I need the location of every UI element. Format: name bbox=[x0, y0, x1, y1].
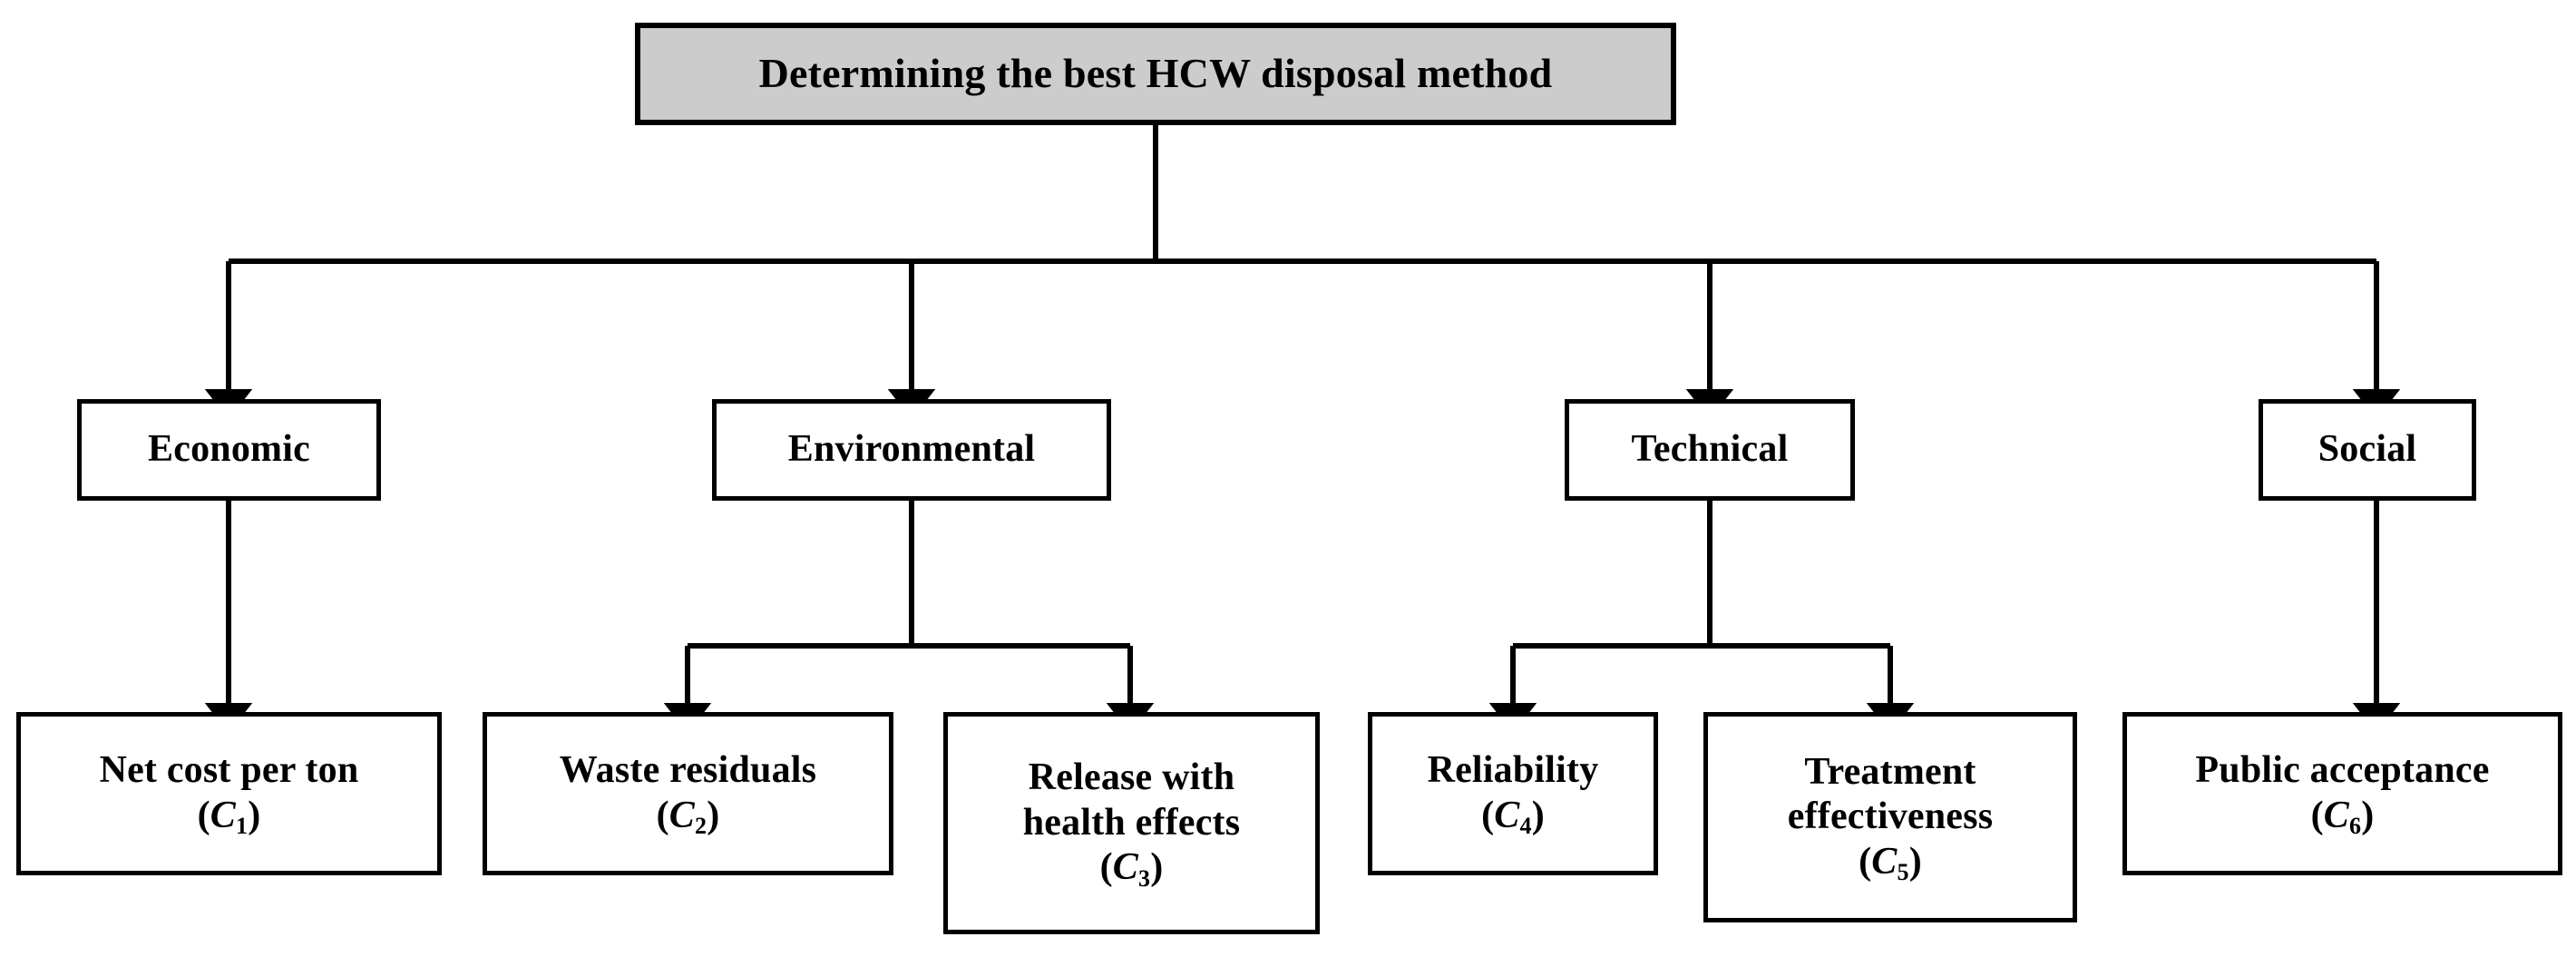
node-subcriterion-c1[interactable]: Net cost per ton (C1) bbox=[16, 712, 442, 875]
node-subcriterion-c5-label: Treatment effectiveness bbox=[1787, 750, 1994, 838]
node-criterion-technical[interactable]: Technical bbox=[1565, 399, 1855, 501]
node-subcriterion-c6-code: (C6) bbox=[2310, 795, 2375, 840]
node-subcriterion-c5[interactable]: Treatment effectiveness (C5) bbox=[1703, 712, 2077, 922]
node-criterion-social-label: Social bbox=[2317, 428, 2417, 471]
node-subcriterion-c1-code: (C1) bbox=[197, 795, 261, 840]
node-subcriterion-c4-code: (C4) bbox=[1481, 795, 1545, 840]
node-subcriterion-c2[interactable]: Waste residuals (C2) bbox=[483, 712, 893, 875]
node-subcriterion-c4-label: Reliability bbox=[1427, 749, 1599, 792]
node-subcriterion-c4[interactable]: Reliability (C4) bbox=[1368, 712, 1658, 875]
node-subcriterion-c1-label: Net cost per ton bbox=[99, 749, 359, 792]
node-subcriterion-c5-code: (C5) bbox=[1859, 840, 1922, 886]
node-subcriterion-c3-code: (C3) bbox=[1099, 846, 1164, 892]
node-subcriterion-c2-code: (C2) bbox=[656, 795, 720, 840]
node-goal[interactable]: Determining the best HCW disposal method bbox=[635, 23, 1676, 125]
node-criterion-environmental-label: Environmental bbox=[787, 428, 1036, 471]
node-subcriterion-c3[interactable]: Release with health effects (C3) bbox=[943, 712, 1320, 934]
node-criterion-environmental[interactable]: Environmental bbox=[712, 399, 1111, 501]
node-subcriterion-c2-label: Waste residuals bbox=[559, 749, 817, 792]
node-subcriterion-c6-label: Public acceptance bbox=[2195, 749, 2490, 792]
node-subcriterion-c3-label: Release with health effects bbox=[1022, 756, 1241, 844]
node-criterion-technical-label: Technical bbox=[1631, 428, 1789, 471]
node-criterion-social[interactable]: Social bbox=[2259, 399, 2476, 501]
node-criterion-economic-label: Economic bbox=[148, 428, 310, 471]
node-criterion-economic[interactable]: Economic bbox=[77, 399, 381, 501]
node-subcriterion-c6[interactable]: Public acceptance (C6) bbox=[2122, 712, 2562, 875]
node-goal-label: Determining the best HCW disposal method bbox=[758, 50, 1553, 97]
